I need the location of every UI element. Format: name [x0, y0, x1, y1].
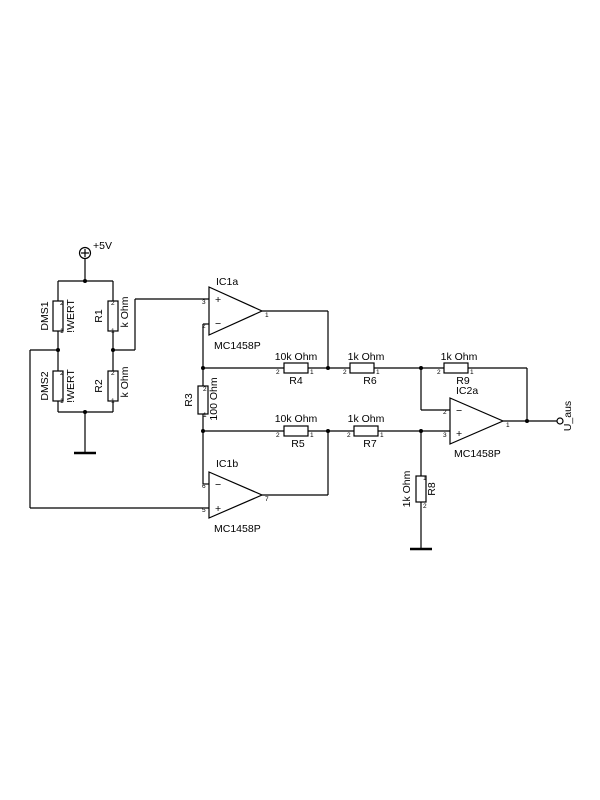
svg-text:2: 2 [111, 370, 115, 377]
svg-text:1: 1 [310, 432, 314, 439]
svg-text:2: 2 [443, 409, 447, 416]
output-terminal: U_aus [556, 401, 574, 431]
r4-ref: R4 [289, 375, 303, 387]
svg-text:3: 3 [202, 299, 206, 306]
resistor-r6: 2 1 1k Ohm R6 [343, 351, 385, 387]
r7-value: 1k Ohm [348, 413, 385, 425]
ic2a-type: MC1458P [454, 448, 501, 460]
opamp-ic1b: − + 6 5 7 IC1b MC1458P [202, 458, 269, 535]
ic1b-type: MC1458P [214, 523, 261, 535]
svg-text:+: + [215, 294, 221, 306]
wires [29, 259, 557, 548]
supply-symbol: +5V [78, 240, 112, 260]
resistor-r7: 2 1 1k Ohm R7 [347, 413, 385, 450]
svg-text:2: 2 [276, 369, 280, 376]
svg-text:6: 6 [202, 483, 206, 490]
svg-text:2: 2 [343, 369, 347, 376]
r8-ref: R8 [426, 482, 438, 496]
r2-value: k Ohm [119, 366, 131, 397]
resistor-r4: 2 1 10k Ohm R4 [275, 351, 318, 387]
dms1-ref: DMS1 [39, 301, 51, 330]
r9-ref: R9 [456, 375, 470, 387]
resistor-r3: 2 1 R3 100 Ohm [183, 377, 220, 420]
svg-text:−: − [456, 405, 462, 417]
opamp-ic2a: − + 2 3 1 IC2a MC1458P [443, 385, 510, 460]
svg-text:2: 2 [203, 386, 207, 393]
svg-text:1: 1 [203, 412, 207, 419]
svg-text:1: 1 [111, 328, 115, 335]
strain-gauge-dms2: 2 1 DMS2 !WERT [39, 369, 77, 405]
svg-text:1: 1 [376, 369, 380, 376]
output-label: U_aus [562, 401, 574, 431]
r3-ref: R3 [183, 393, 195, 407]
dms1-value: !WERT [65, 299, 77, 333]
svg-text:2: 2 [276, 432, 280, 439]
resistor-r8: 1 2 1k Ohm R8 [401, 470, 438, 510]
svg-text:1: 1 [111, 398, 115, 405]
svg-text:1: 1 [380, 432, 384, 439]
ic1a-ref: IC1a [216, 276, 238, 288]
r5-ref: R5 [291, 438, 305, 450]
svg-text:+: + [215, 503, 221, 515]
supply-label: +5V [93, 240, 112, 252]
svg-text:3: 3 [443, 432, 447, 439]
r7-ref: R7 [363, 438, 377, 450]
svg-text:1: 1 [60, 328, 64, 335]
r6-ref: R6 [363, 375, 377, 387]
r4-value: 10k Ohm [275, 351, 318, 363]
dms2-value: !WERT [65, 369, 77, 403]
r1-ref: R1 [93, 309, 105, 323]
ic1a-type: MC1458P [214, 340, 261, 352]
resistor-r9: 2 1 1k Ohm R9 [437, 351, 478, 387]
r1-value: k Ohm [119, 296, 131, 327]
svg-text:1: 1 [265, 312, 269, 319]
svg-text:−: − [215, 479, 221, 491]
ic1b-ref: IC1b [216, 458, 238, 470]
svg-text:7: 7 [265, 496, 269, 503]
svg-text:1: 1 [60, 398, 64, 405]
svg-text:2: 2 [60, 300, 64, 307]
svg-text:1: 1 [423, 475, 427, 482]
svg-text:1: 1 [506, 422, 510, 429]
r6-value: 1k Ohm [348, 351, 385, 363]
r8-value: 1k Ohm [401, 470, 413, 507]
r3-value: 100 Ohm [208, 377, 220, 420]
svg-text:2: 2 [347, 432, 351, 439]
r9-value: 1k Ohm [441, 351, 478, 363]
resistor-r2: 2 1 R2 k Ohm [93, 366, 131, 405]
r5-value: 10k Ohm [275, 413, 318, 425]
resistor-r1: 2 1 R1 k Ohm [93, 296, 131, 335]
ic2a-ref: IC2a [456, 385, 478, 397]
opamp-ic1a: + − 3 2 1 IC1a MC1458P [202, 276, 269, 352]
strain-gauge-dms1: 2 1 DMS1 !WERT [39, 299, 77, 335]
svg-text:+: + [456, 428, 462, 440]
svg-text:2: 2 [437, 369, 441, 376]
svg-text:−: − [215, 318, 221, 330]
svg-text:2: 2 [423, 503, 427, 510]
junction-dots [56, 279, 529, 433]
svg-text:2: 2 [202, 323, 206, 330]
resistor-r5: 2 1 10k Ohm R5 [275, 413, 318, 450]
svg-text:5: 5 [202, 507, 206, 514]
dms2-ref: DMS2 [39, 371, 51, 400]
svg-text:1: 1 [310, 369, 314, 376]
r2-ref: R2 [93, 379, 105, 393]
svg-text:1: 1 [470, 369, 474, 376]
svg-text:2: 2 [60, 370, 64, 377]
svg-text:2: 2 [111, 300, 115, 307]
